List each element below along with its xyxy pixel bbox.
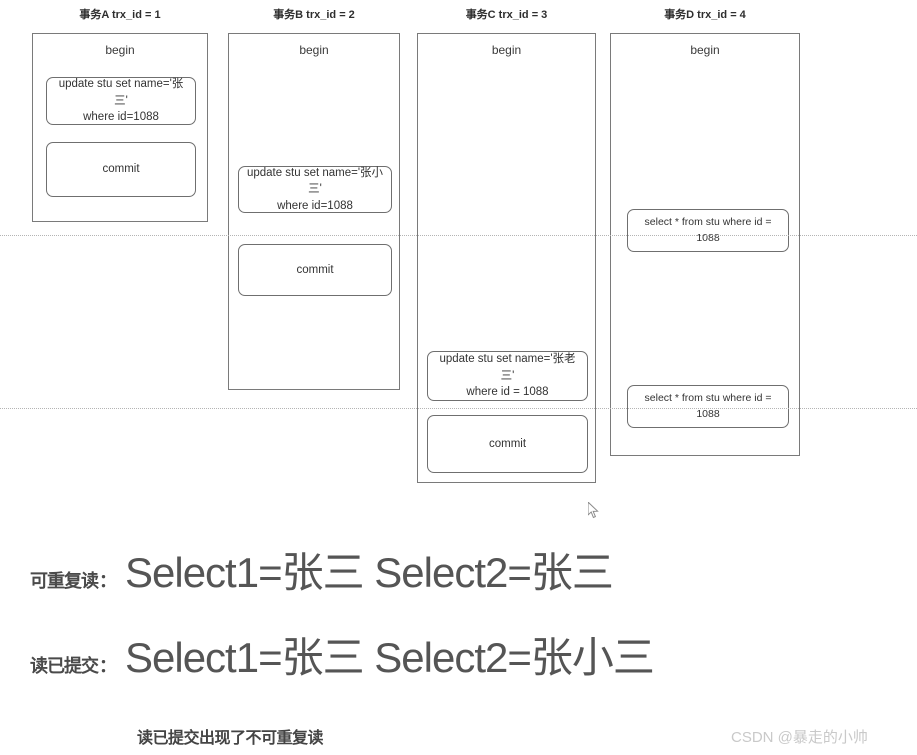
txn-a-update-line1: update stu set name='张三' [58, 78, 184, 107]
repeatable-read-label: 可重复读 [30, 571, 99, 591]
txn-b-update-line1: update stu set name='张小三' [246, 166, 384, 196]
txn-c-statement-commit: commit [427, 415, 588, 473]
txn-d-select2-line1: select * from stu where id = 1088 [644, 392, 772, 420]
transaction-column-a: begin update stu set name='张三' where id=… [32, 33, 208, 222]
txn-c-update-line1: update stu set name='张老三' [439, 353, 576, 382]
txn-c-begin-label: begin [491, 43, 522, 57]
read-committed-colon: ： [99, 656, 117, 676]
txn-b-statement-commit: commit [238, 244, 392, 296]
timeline-rule-select-1 [0, 235, 917, 236]
repeatable-read-value: Select1=张三 Select2=张三 [125, 549, 614, 596]
txn-d-begin-label: begin [690, 43, 720, 57]
read-committed-value: Select1=张三 Select2=张小三 [125, 634, 655, 681]
txn-b-update-line2: where id=1088 [277, 199, 353, 212]
txn-d-select1-line1: select * from stu where id = 1088 [644, 216, 772, 244]
repeatable-read-colon: ： [99, 571, 117, 591]
txn-d-statement-select-2: select * from stu where id = 1088 [627, 385, 789, 428]
transaction-column-d: begin select * from stu where id = 1088 … [610, 33, 800, 456]
txn-d-statement-select-1: select * from stu where id = 1088 [627, 209, 789, 252]
column-header-txn-b: 事务B trx_id = 2 [273, 9, 355, 21]
result-row-repeatable-read: 可重复读 ： Select1=张三 Select2=张三 [30, 549, 614, 596]
column-header-txn-a: 事务A trx_id = 1 [79, 9, 161, 21]
txn-c-commit-line1: commit [488, 437, 527, 450]
transaction-column-c: begin update stu set name='张老三' where id… [417, 33, 596, 483]
result-row-read-committed: 读已提交 ： Select1=张三 Select2=张小三 [30, 634, 655, 681]
column-header-txn-d: 事务D trx_id = 4 [664, 9, 746, 21]
conclusion-footnote: 读已提交出现了不可重复读 [137, 730, 324, 747]
txn-a-begin-label: begin [105, 43, 135, 57]
txn-c-statement-update: update stu set name='张老三' where id = 108… [427, 351, 588, 401]
txn-a-statement-commit: commit [46, 142, 196, 197]
txn-b-begin-label: begin [299, 43, 329, 57]
txn-c-update-line2: where id = 1088 [466, 386, 549, 399]
txn-a-statement-update: update stu set name='张三' where id=1088 [46, 77, 196, 125]
timeline-rule-select-2 [0, 408, 917, 409]
transaction-column-b: begin update stu set name='张小三' where id… [228, 33, 400, 390]
txn-b-statement-update: update stu set name='张小三' where id=1088 [238, 166, 392, 213]
read-committed-label: 读已提交 [30, 656, 99, 676]
txn-a-update-line2: where id=1088 [83, 111, 159, 124]
csdn-watermark: CSDN @暴走的小帅 [731, 729, 868, 746]
txn-b-commit-line1: commit [296, 263, 334, 276]
txn-a-commit-line1: commit [102, 163, 140, 176]
column-header-txn-c: 事务C trx_id = 3 [465, 9, 548, 21]
mouse-cursor-icon [588, 502, 599, 519]
